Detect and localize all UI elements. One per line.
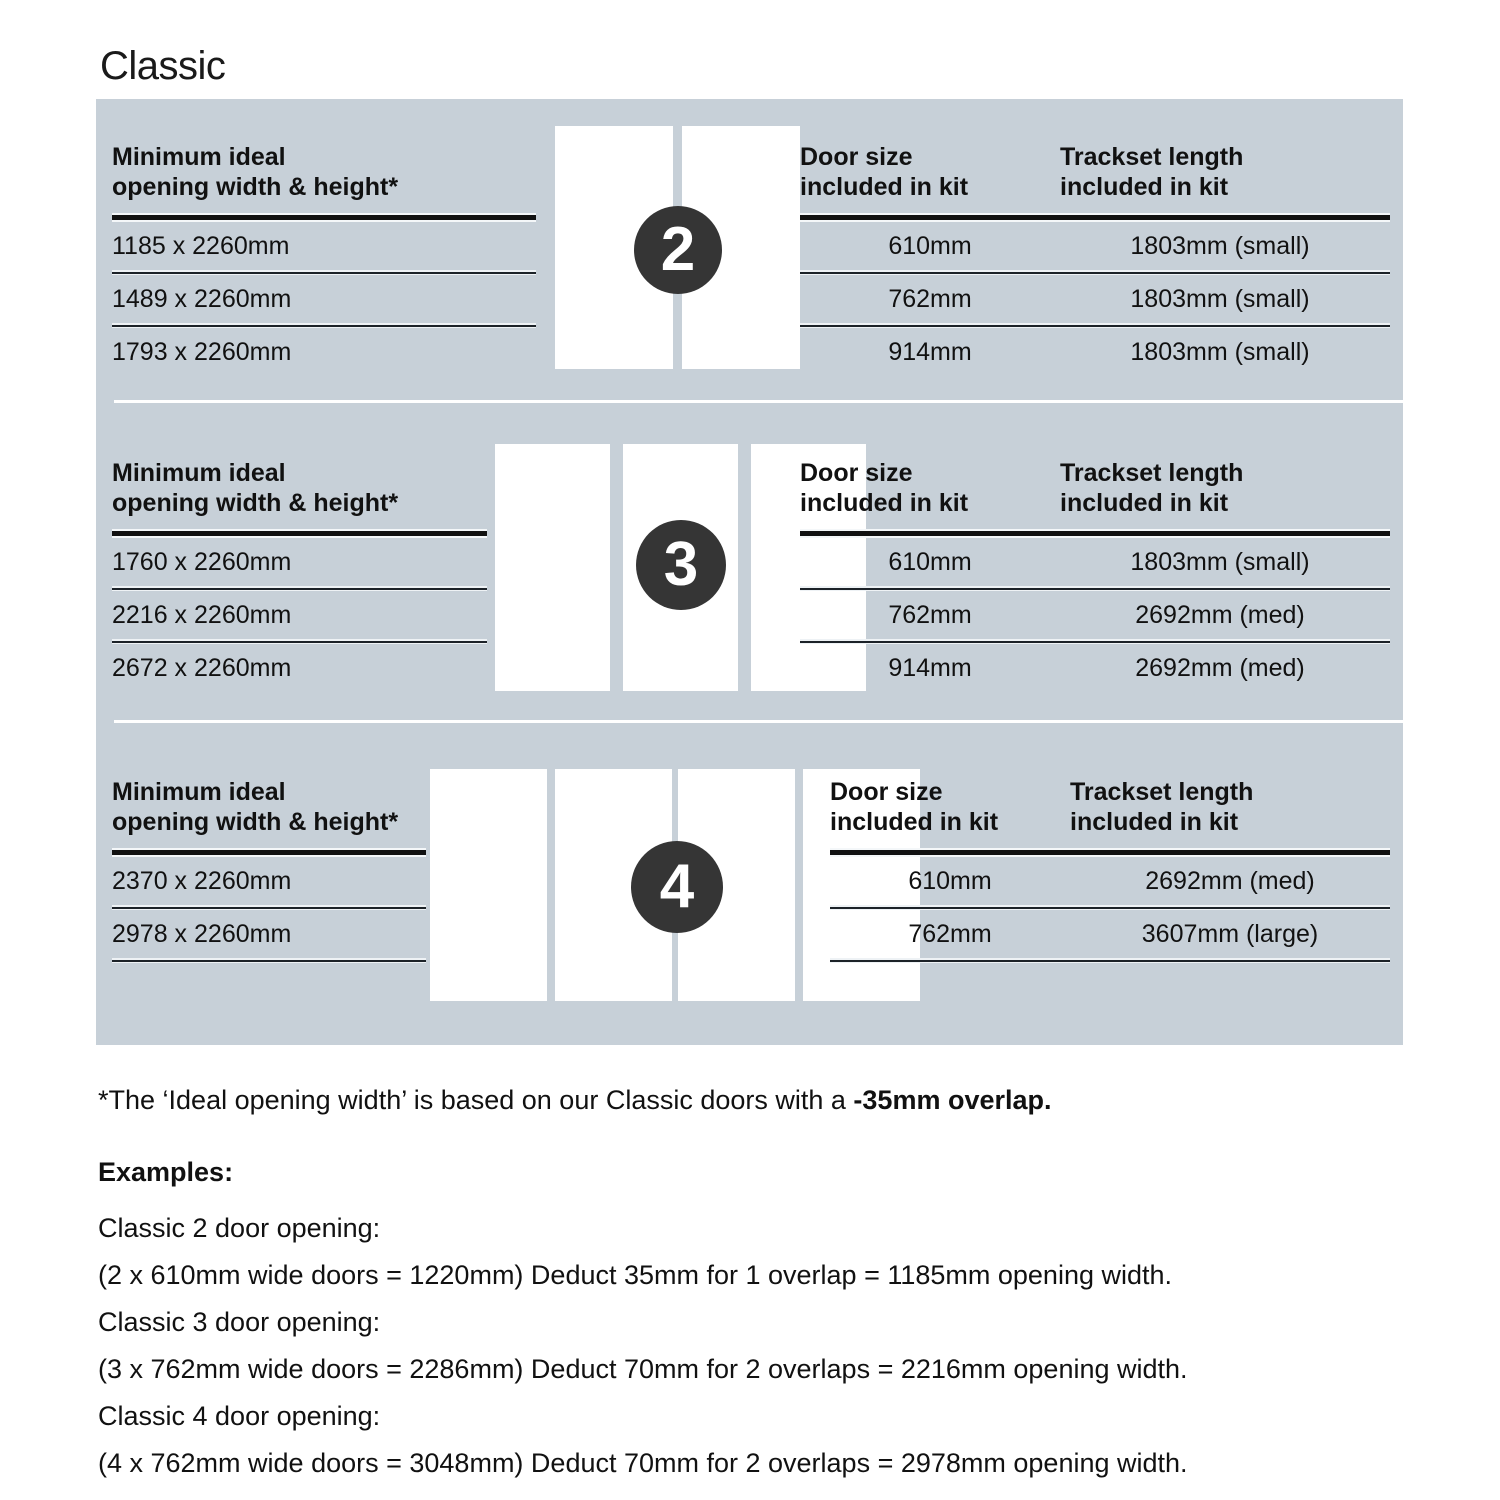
section-2-door: 2 Minimum ideal opening width & height* … (96, 99, 1403, 400)
row-divider (112, 586, 487, 591)
page-title: Classic (100, 43, 226, 88)
header-rule (112, 848, 426, 857)
cell-door-size: 914mm (888, 338, 972, 366)
cell-door-size: 610mm (888, 548, 972, 576)
table-row: 1793 x 2260mm (112, 338, 292, 366)
row-divider (112, 905, 426, 910)
cell-trackset: 1803mm (small) (1130, 338, 1310, 366)
door-gap (547, 769, 555, 1001)
cell-trackset: 2692mm (med) (1135, 654, 1305, 682)
table-row: 1760 x 2260mm (112, 548, 292, 576)
overlap-footnote: *The ‘Ideal opening width’ is based on o… (98, 1085, 1052, 1116)
column-header-opening: Minimum ideal opening width & height* (112, 459, 399, 517)
cell-door-size: 762mm (888, 601, 972, 629)
table-row: 762mm 3607mm (large) (830, 910, 1390, 958)
row-divider (800, 639, 1390, 644)
row-divider (800, 323, 1390, 328)
kit-column-headers: Door size included in kit Trackset lengt… (800, 459, 1390, 518)
header-rule (800, 529, 1390, 538)
row-divider (830, 905, 1390, 910)
example-line: (2 x 610mm wide doors = 1220mm) Deduct 3… (98, 1260, 1173, 1290)
door-gap (610, 444, 623, 691)
example-line: Classic 3 door opening: (98, 1307, 381, 1337)
column-header-trackset: Trackset length included in kit (1060, 143, 1244, 201)
kit-column-headers: Door size included in kit Trackset lengt… (830, 778, 1390, 837)
header-rule (830, 848, 1390, 857)
cell-trackset: 1803mm (small) (1130, 548, 1310, 576)
row-divider (112, 323, 536, 328)
header-rule (112, 213, 536, 222)
footnote-text: *The ‘Ideal opening width’ is based on o… (98, 1085, 854, 1115)
cell-trackset: 2692mm (med) (1135, 601, 1305, 629)
opening-column-2: Minimum ideal opening width & height* 11… (112, 143, 542, 376)
row-divider (112, 958, 426, 963)
table-row: 2370 x 2260mm (112, 867, 292, 895)
row-divider (112, 270, 536, 275)
kit-column-4: Door size included in kit Trackset lengt… (830, 778, 1390, 963)
section-4-door: 4 Minimum ideal opening width & height* … (96, 723, 1403, 1045)
table-row: 762mm 2692mm (med) (800, 591, 1390, 639)
table-row: 1489 x 2260mm (112, 285, 292, 313)
kit-column-2: Door size included in kit Trackset lengt… (800, 143, 1390, 376)
section-3-door: 3 Minimum ideal opening width & height* … (96, 403, 1403, 720)
opening-column-4: Minimum ideal opening width & height* 23… (112, 778, 542, 963)
cell-trackset: 3607mm (large) (1141, 920, 1319, 948)
table-row: 2216 x 2260mm (112, 601, 292, 629)
table-row: 2672 x 2260mm (112, 654, 292, 682)
table-row: 914mm 2692mm (med) (800, 644, 1390, 692)
column-header-trackset: Trackset length included in kit (1070, 778, 1254, 836)
column-header-door-size: Door size included in kit (800, 459, 969, 517)
table-row: 914mm 1803mm (small) (800, 328, 1390, 376)
door-panel (751, 444, 866, 691)
table-row: 1185 x 2260mm (112, 232, 290, 260)
cell-trackset: 1803mm (small) (1130, 285, 1310, 313)
column-header-trackset: Trackset length included in kit (1060, 459, 1244, 517)
table-row: 2978 x 2260mm (112, 920, 292, 948)
door-panel (495, 444, 610, 691)
column-header-opening: Minimum ideal opening width & height* (112, 143, 399, 201)
example-line: Classic 4 door opening: (98, 1401, 381, 1431)
door-gap (795, 769, 803, 1001)
kit-column-3: Door size included in kit Trackset lengt… (800, 459, 1390, 692)
row-divider (800, 586, 1390, 591)
table-row: 610mm 1803mm (small) (800, 222, 1390, 270)
door-count-badge-3: 3 (636, 520, 726, 610)
header-rule (112, 529, 487, 538)
column-header-door-size: Door size included in kit (830, 778, 999, 836)
opening-column-3: Minimum ideal opening width & height* 17… (112, 459, 542, 692)
cell-door-size: 762mm (908, 920, 992, 948)
table-row: 762mm 1803mm (small) (800, 275, 1390, 323)
examples-heading: Examples: (98, 1157, 234, 1187)
door-gap (738, 444, 751, 691)
kit-column-headers: Door size included in kit Trackset lengt… (800, 143, 1390, 202)
row-divider (112, 639, 487, 644)
spec-panel: 2 Minimum ideal opening width & height* … (96, 99, 1403, 1045)
footnote-bold: -35mm overlap. (853, 1085, 1052, 1115)
door-count-badge-2: 2 (634, 206, 722, 294)
row-divider (830, 958, 1390, 963)
door-panel (430, 769, 547, 1001)
table-row: 610mm 2692mm (med) (830, 857, 1390, 905)
example-line: (3 x 762mm wide doors = 2286mm) Deduct 7… (98, 1354, 1188, 1384)
cell-door-size: 610mm (888, 232, 972, 260)
column-header-door-size: Door size included in kit (800, 143, 969, 201)
example-line: (4 x 762mm wide doors = 3048mm) Deduct 7… (98, 1448, 1188, 1478)
cell-trackset: 2692mm (med) (1145, 867, 1315, 895)
header-rule (800, 213, 1390, 222)
cell-trackset: 1803mm (small) (1130, 232, 1310, 260)
section-divider (114, 400, 1403, 403)
section-divider (114, 720, 1403, 723)
cell-door-size: 914mm (888, 654, 972, 682)
table-row: 610mm 1803mm (small) (800, 538, 1390, 586)
row-divider (800, 270, 1390, 275)
door-count-badge-4: 4 (631, 841, 723, 933)
example-line: Classic 2 door opening: (98, 1213, 381, 1243)
cell-door-size: 610mm (908, 867, 992, 895)
column-header-opening: Minimum ideal opening width & height* (112, 778, 399, 836)
examples-list: Classic 2 door opening: (2 x 610mm wide … (98, 1205, 1188, 1487)
cell-door-size: 762mm (888, 285, 972, 313)
